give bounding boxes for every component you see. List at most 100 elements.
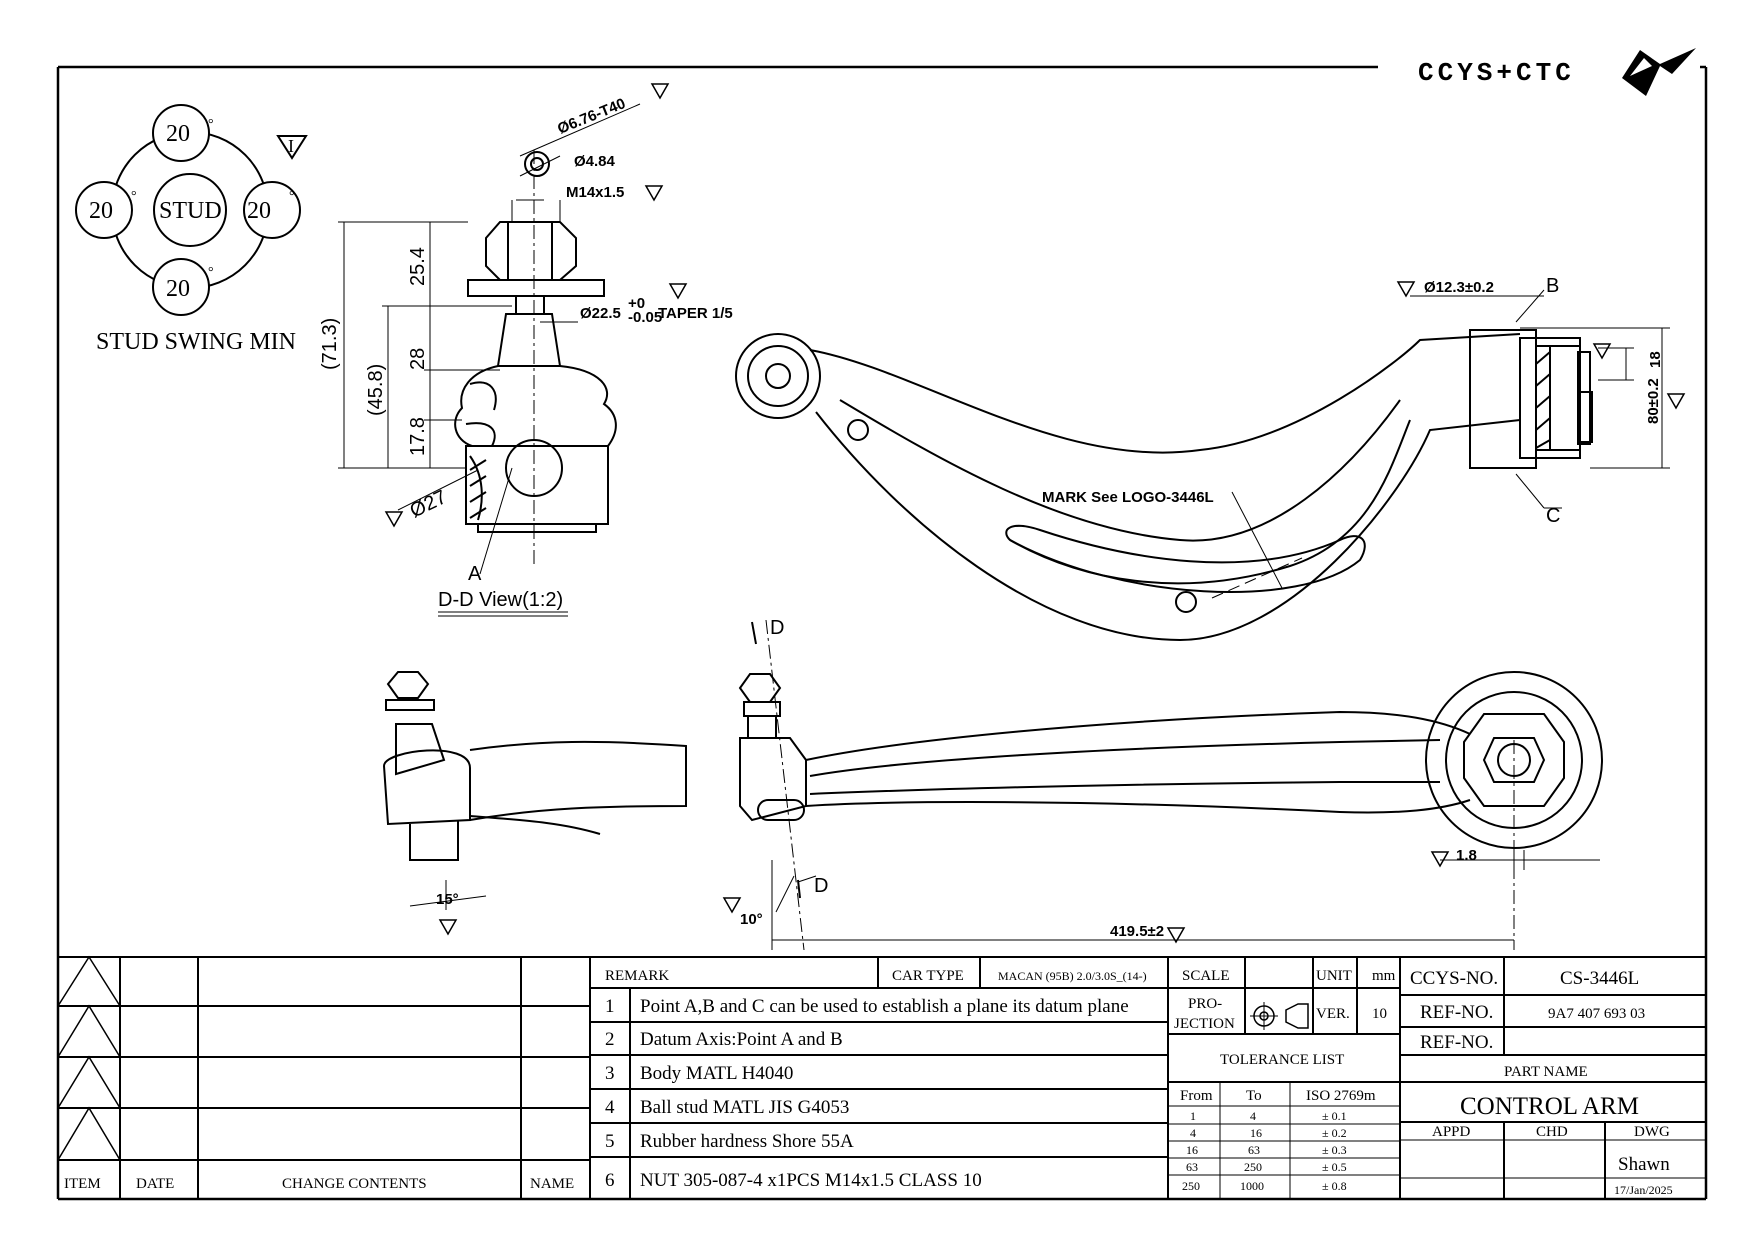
ccys-no-label: CCYS-NO. [1410, 968, 1498, 989]
rev-header-name: NAME [530, 1176, 574, 1192]
datum-triangle-icon [1430, 851, 1450, 868]
car-type-label: CAR TYPE [892, 968, 964, 984]
dim-71-3: (71.3) [319, 318, 341, 370]
rev-header-item: ITEM [64, 1176, 101, 1192]
unit-value: mm [1372, 968, 1396, 984]
remark-number: 4 [605, 1097, 615, 1118]
tol-cell: 1 [1190, 1109, 1196, 1123]
control-arm-side-end-view [382, 671, 687, 936]
remark-text: NUT 305-087-4 x1PCS M14x1.5 CLASS 10 [640, 1170, 982, 1191]
part-name-label: PART NAME [1504, 1064, 1588, 1080]
drawing-date: 17/Jan/2025 [1614, 1183, 1673, 1197]
datum-triangle-icon [438, 919, 458, 936]
control-arm-front-view [722, 619, 1603, 951]
scale-label: SCALE [1182, 968, 1230, 984]
tol-cell: 63 [1186, 1160, 1198, 1174]
remark-number: 1 [605, 996, 615, 1017]
point-b-label: B [1546, 275, 1559, 297]
section-view-title: D-D View(1:2) [438, 589, 563, 611]
ref-no-label: REF-NO. [1420, 1002, 1493, 1023]
dim-17-8: 17.8 [407, 417, 429, 456]
dim-bushing-dia: Ø12.3±0.2 [1424, 279, 1494, 296]
datum-letter: I [288, 136, 294, 156]
tolerance-title: TOLERANCE LIST [1220, 1052, 1344, 1068]
angle-15: 15° [436, 891, 459, 908]
mark-note: MARK See LOGO-3446L [1042, 489, 1214, 506]
revision-table: ITEM DATE CHANGE CONTENTS NAME [64, 1176, 574, 1192]
drawn-by: Shawn [1618, 1154, 1670, 1175]
appd-label: APPD [1432, 1124, 1471, 1140]
top-view-labels: MARK See LOGO-3446L Ø12.3±0.2 B C 18 80±… [1042, 275, 1664, 527]
tol-cell: 4 [1250, 1109, 1256, 1123]
dim-taper-tol-upper: +0 [628, 295, 645, 312]
section-d-top: D [770, 617, 784, 639]
point-a-label: A [468, 563, 482, 585]
remark-text: Point A,B and C can be used to establish… [640, 996, 1129, 1017]
datum-triangle-icon [668, 283, 688, 300]
dim-hex: Ø6.76-T40 [555, 95, 628, 138]
datum-triangle-icon [1396, 281, 1416, 298]
ref-no-value: 9A7 407 693 03 [1548, 1006, 1645, 1022]
datum-triangle-icon [650, 83, 670, 100]
dim-28: 28 [407, 348, 429, 370]
tol-cell: 1000 [1240, 1179, 1264, 1193]
logo-wing-icon [1622, 48, 1696, 96]
projection-label: PRO- [1188, 996, 1222, 1012]
tol-cell: 63 [1248, 1143, 1260, 1157]
title-block-grid [57, 955, 1706, 1199]
tol-cell: 250 [1182, 1179, 1200, 1193]
border-frame [56, 65, 1708, 1201]
section-view-drawing [338, 83, 688, 617]
tol-cell: 250 [1244, 1160, 1262, 1174]
tol-header-iso: ISO 2769m [1306, 1088, 1376, 1104]
tol-cell: 4 [1190, 1126, 1196, 1140]
swing-right-value: 20 [247, 198, 271, 224]
tol-cell: ± 0.5 [1322, 1160, 1347, 1174]
degree-icon: ° [208, 117, 214, 132]
tol-cell: ± 0.2 [1322, 1126, 1347, 1140]
dim-45-8: (45.8) [365, 364, 387, 416]
dim-overall-length: 419.5±2 [1110, 923, 1164, 940]
rev-header-change: CHANGE CONTENTS [282, 1176, 427, 1192]
ver-value: 10 [1372, 1006, 1387, 1022]
swing-top-value: 20 [166, 121, 190, 147]
remark-number: 6 [605, 1170, 615, 1191]
datum-triangle-icon [644, 185, 664, 202]
tol-cell: ± 0.1 [1322, 1109, 1347, 1123]
degree-icon: ° [208, 265, 214, 280]
spec-table: SCALE UNIT mm PRO- JECTION VER. 10 TOLER… [1174, 968, 1396, 1193]
remark-number: 5 [605, 1131, 615, 1152]
datum-triangle-icon [1666, 393, 1686, 410]
datum-triangle-icon [722, 897, 742, 914]
ccys-no-value: CS-3446L [1560, 968, 1639, 989]
degree-icon: ° [289, 189, 295, 204]
rev-header-date: DATE [136, 1176, 174, 1192]
dim-thread: M14x1.5 [566, 184, 624, 201]
control-arm-top-view [735, 281, 1686, 642]
dim-taper-tol-lower: -0.05 [628, 309, 662, 326]
dim-offset: 1.8 [1456, 847, 1477, 864]
chd-label: CHD [1536, 1124, 1568, 1140]
remark-number: 2 [605, 1029, 615, 1050]
part-name-value: CONTROL ARM [1460, 1093, 1639, 1120]
datum-triangle-icon [276, 135, 308, 160]
stud-swing-diagram [75, 104, 308, 316]
remark-text: Body MATL H4040 [640, 1063, 793, 1084]
swing-center-label: STUD [159, 198, 222, 224]
tol-header-from: From [1180, 1088, 1213, 1104]
dim-27: Ø27 [407, 486, 451, 522]
point-c-label: C [1546, 505, 1560, 527]
tol-cell: ± 0.8 [1322, 1179, 1347, 1193]
remark-text: Rubber hardness Shore 55A [640, 1131, 854, 1152]
dim-taper-ratio: TAPER 1/5 [658, 305, 733, 322]
datum-triangle-icon [384, 511, 404, 528]
degree-icon: ° [131, 189, 137, 204]
dim-80: 80±0.2 [1645, 378, 1662, 424]
ver-label: VER. [1316, 1006, 1350, 1022]
brand-logo: CCYS+CTC [1418, 48, 1696, 96]
section-view-labels: Ø6.76-T40 Ø4.84 M14x1.5 Ø22.5 +0 -0.05 T… [319, 95, 733, 611]
logo-text: CCYS+CTC [1418, 58, 1575, 88]
ref-no-label-2: REF-NO. [1420, 1032, 1493, 1053]
remark-text: Ball stud MATL JIS G4053 [640, 1097, 849, 1118]
